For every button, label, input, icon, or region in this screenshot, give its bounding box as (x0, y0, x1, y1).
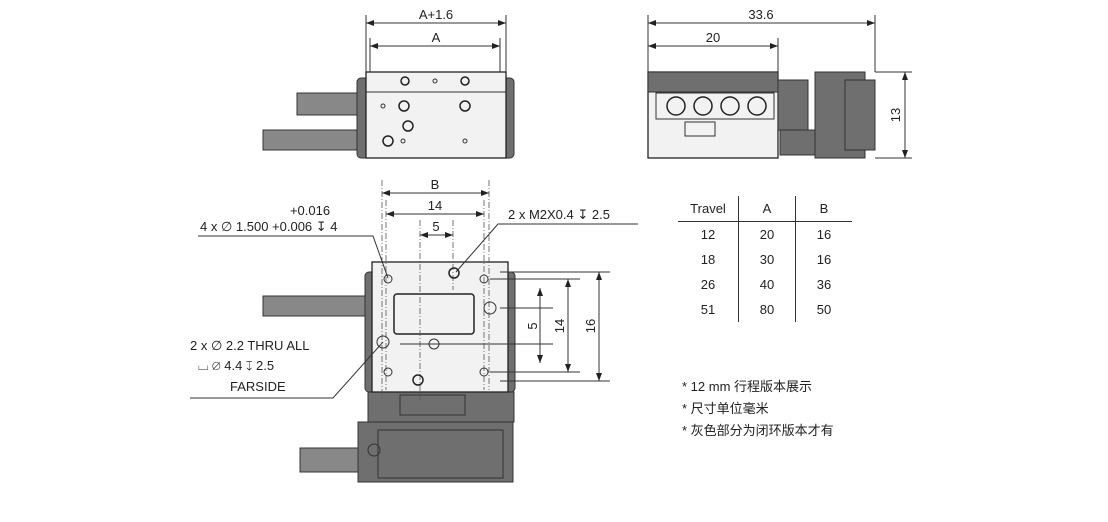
note: * 12 mm 行程版本展示 (682, 379, 813, 394)
cell: 20 (738, 221, 796, 247)
callout-thru-3: FARSIDE (230, 379, 286, 394)
top-view: A+1.6 A (262, 7, 515, 159)
notes: * 12 mm 行程版本展示 * 尺寸单位毫米 * 灰色部分为闭环版本才有 (682, 376, 834, 442)
cell: 26 (678, 272, 739, 297)
dim-20: 20 (706, 30, 720, 45)
callout-thru-1: 2 x ∅ 2.2 THRU ALL (190, 338, 309, 353)
cell: 16 (816, 252, 832, 267)
dim-5-vertical: 5 (525, 322, 540, 329)
cell: 18 (678, 247, 739, 272)
cell: 50 (816, 302, 832, 317)
note: * 灰色部分为闭环版本才有 (682, 423, 834, 438)
header-a: A (738, 196, 796, 222)
cell: 36 (816, 277, 832, 292)
cell: 80 (738, 297, 796, 322)
cell: 40 (738, 272, 796, 297)
dim-16-vertical: 16 (583, 319, 598, 333)
front-view: B 14 5 5 14 16 +0.016 4 x ∅ 1.500 +0.006… (190, 177, 638, 483)
cell: 12 (678, 221, 739, 247)
callout-pin-holes: 4 x ∅ 1.500 +0.006 ↧ 4 (200, 219, 338, 234)
dim-b: B (431, 177, 440, 192)
cell: 16 (816, 227, 832, 242)
dim-a: A (432, 30, 441, 45)
callout-thru-2: ⌴ ∅ 4.4 ↧ 2.5 (198, 358, 274, 373)
header-b: B (795, 196, 852, 222)
dim-14-horizontal: 14 (428, 198, 442, 213)
dim-33-6: 33.6 (748, 7, 773, 22)
cell: 30 (738, 247, 796, 272)
dim-a-plus: A+1.6 (419, 7, 453, 22)
dim-5-horizontal: 5 (432, 219, 439, 234)
note: * 尺寸单位毫米 (682, 401, 769, 416)
callout-thread: 2 x M2X0.4 ↧ 2.5 (508, 207, 610, 222)
table-header: Travel A B (678, 196, 852, 222)
dim-14-vertical: 14 (552, 319, 567, 333)
side-view: 33.6 20 13 (647, 7, 912, 159)
callout-pin-tolerance: +0.016 (290, 203, 330, 218)
dim-13: 13 (888, 108, 903, 122)
header-travel: Travel (678, 196, 739, 222)
cell: 51 (678, 297, 739, 322)
screw-terminals (655, 92, 775, 137)
